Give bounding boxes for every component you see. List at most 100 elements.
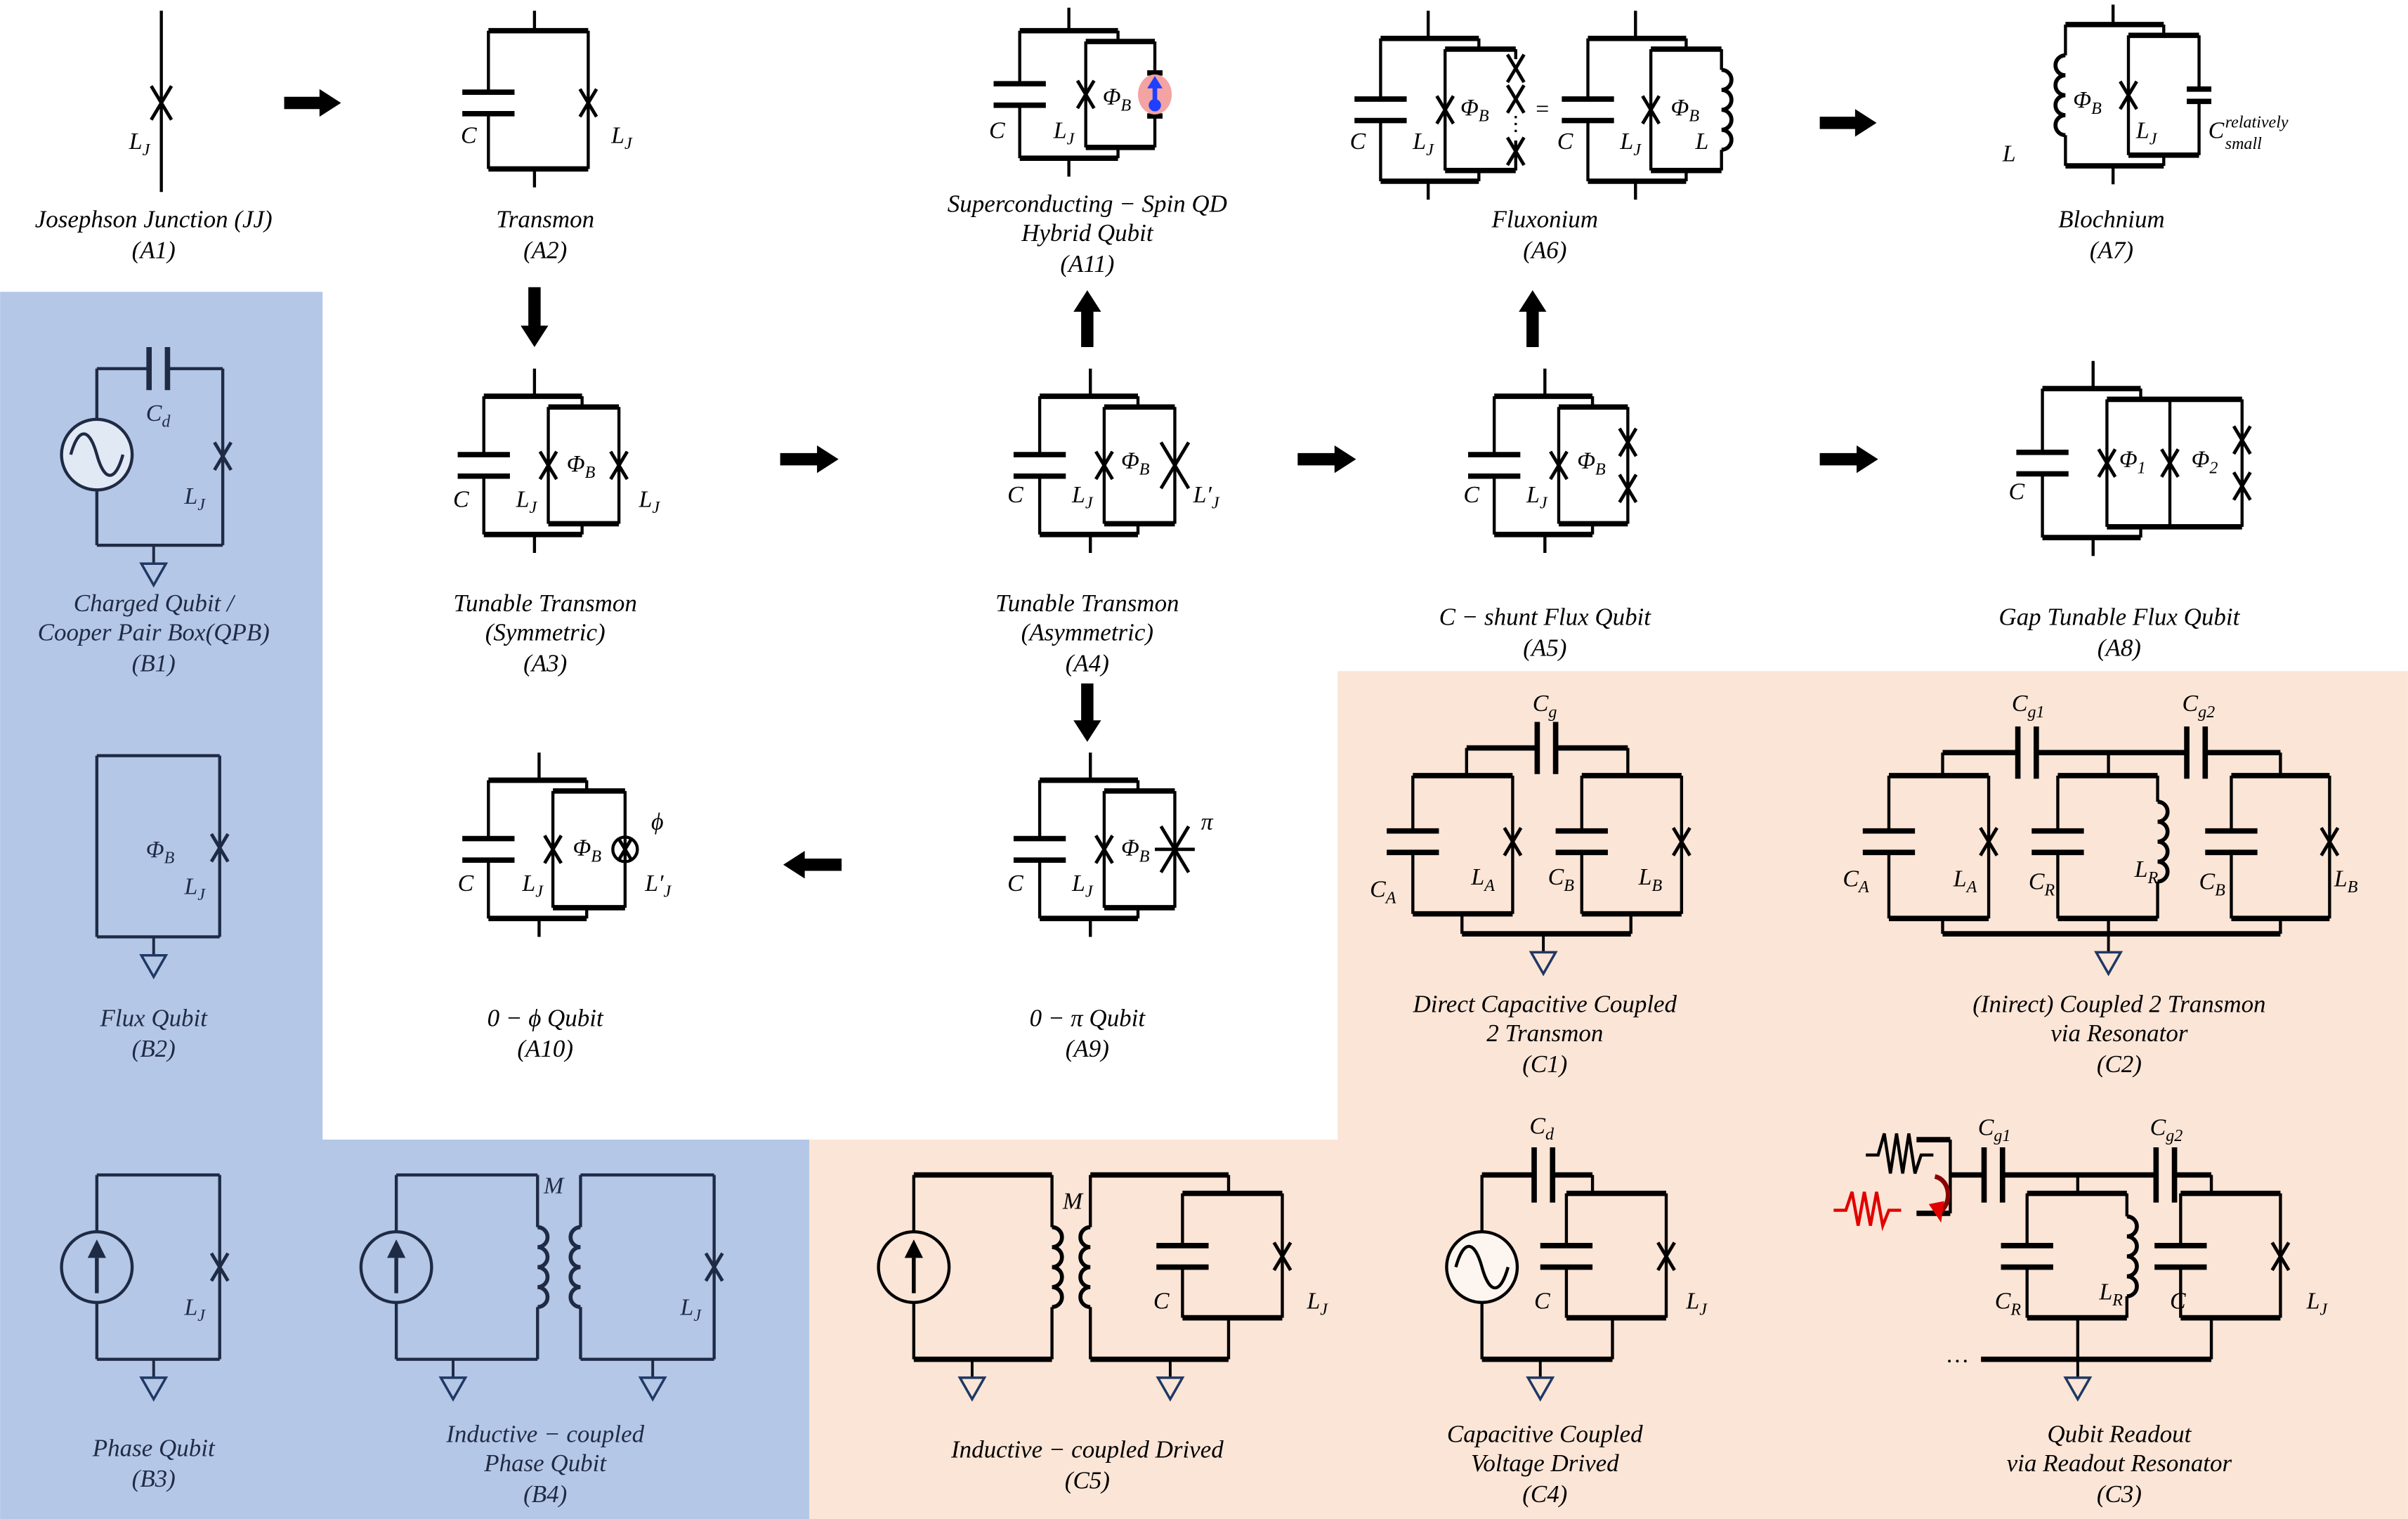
wire <box>1618 427 1638 457</box>
label-main: L <box>2135 118 2149 144</box>
label-sub: R <box>2044 881 2055 899</box>
component-label: C <box>453 486 469 512</box>
component-label: C <box>1350 129 1366 155</box>
component-label: LJ <box>2135 118 2158 149</box>
circuit-title: Qubit Readout <box>2047 1421 2192 1448</box>
label-sub: B <box>2091 100 2102 118</box>
circuit-title: 0 − π Qubit <box>1030 1004 1146 1031</box>
flow-arrow-icon <box>1519 290 1547 348</box>
component-label: L′J <box>644 871 672 901</box>
circuit-id: (A2) <box>523 236 567 263</box>
label-main: C <box>2029 869 2045 895</box>
component-label: C <box>1557 129 1573 155</box>
label-main: C <box>1370 877 1386 903</box>
circuit-title: (Inirect) Coupled 2 Transmon <box>1972 991 2265 1018</box>
label-main: C <box>989 118 1005 144</box>
josephson-junction-icon <box>617 837 634 861</box>
josephson-junction-icon <box>209 833 230 863</box>
circuit-id: (A8) <box>2098 634 2141 661</box>
capacitor-icon <box>2154 1243 2207 1270</box>
label-main: L <box>1071 482 1085 508</box>
josephson-junction-icon <box>1094 834 1114 864</box>
wire <box>1094 450 1114 481</box>
label-main: L <box>1638 864 1652 890</box>
label-main: C <box>1529 1113 1545 1139</box>
wire <box>1505 53 1526 84</box>
component-label: LJ <box>1619 129 1642 159</box>
wire <box>150 85 174 121</box>
label-main: C <box>458 871 474 897</box>
component-label: LJ <box>1526 482 1548 513</box>
josephson-junction-icon <box>609 450 629 481</box>
wire <box>578 88 598 118</box>
label-sub: B <box>1564 877 1574 895</box>
circuit-id: (C4) <box>1522 1480 1567 1508</box>
label-sub: J <box>197 886 206 904</box>
circuit-id: (B4) <box>523 1480 567 1508</box>
circuit-title: Cooper Pair Box(QPB) <box>38 619 270 646</box>
arrow-head <box>387 1239 406 1258</box>
wire <box>543 834 563 864</box>
label-main: Φ <box>1121 448 1139 474</box>
label-sub: B <box>1479 107 1489 126</box>
ground-icon <box>139 937 169 979</box>
wire <box>1094 834 1114 864</box>
label-sub: d <box>1545 1126 1555 1144</box>
capacitor-icon <box>1156 1243 1209 1270</box>
label-main: Φ <box>2073 87 2091 113</box>
circuit-title: Transmon <box>496 206 594 233</box>
wire <box>1979 827 1998 856</box>
component-label: LJ <box>2306 1289 2329 1319</box>
label-sub: B <box>2215 881 2225 899</box>
component-label: Φ1 <box>2119 447 2146 478</box>
label-sub: d <box>162 413 171 431</box>
circuit-id: (A5) <box>1523 634 1566 661</box>
label-main: L <box>1053 118 1067 144</box>
component-label: LJ <box>183 1294 206 1325</box>
label-sub: g2 <box>2166 1127 2183 1145</box>
source-circle <box>359 1230 433 1304</box>
phase-junction-icon <box>611 835 639 863</box>
wire <box>1159 441 1191 490</box>
circuit-title: Josephson Junction (JJ) <box>35 206 273 233</box>
label-main: L <box>1526 482 1540 508</box>
josephson-junction-icon <box>1505 136 1526 167</box>
label-main: L <box>2334 866 2348 892</box>
circuit-title: via Readout Resonator <box>2007 1449 2232 1477</box>
label-main: M <box>543 1173 565 1199</box>
label-sub: J <box>1067 130 1075 148</box>
label-sub: J <box>1426 141 1434 159</box>
capacitor-icon <box>1555 828 1608 856</box>
circuit-title: Inductive − coupled Drived <box>950 1436 1224 1463</box>
label-main: C <box>2008 478 2024 504</box>
josephson-junction-icon <box>2232 425 2252 455</box>
wire <box>2097 448 2117 478</box>
component-label: π <box>1201 809 1214 835</box>
component-label: ΦB <box>567 451 596 482</box>
ground-triangle <box>1156 1376 1185 1402</box>
sine-wave <box>1454 1244 1510 1290</box>
label-main: C <box>1350 129 1366 155</box>
label-sub: B <box>1651 877 1662 895</box>
josephson-junction-icon <box>150 85 174 121</box>
label-main: C <box>1533 691 1549 717</box>
label-main: C <box>146 400 162 426</box>
component-label: L <box>1695 129 1709 155</box>
component-label: LJ <box>1053 118 1075 149</box>
component-label: Cg1 <box>2012 691 2045 722</box>
wire <box>1505 136 1526 167</box>
circuit-id: (A10) <box>517 1035 573 1062</box>
ground-triangle <box>139 1376 169 1402</box>
circuit-title: Inductive − coupled <box>445 1421 644 1448</box>
capacitor-icon <box>2187 86 2212 105</box>
component-label: C <box>1463 482 1479 508</box>
ac-voltage-source-icon <box>1445 1230 1519 1304</box>
label-sub: J <box>1540 495 1548 513</box>
